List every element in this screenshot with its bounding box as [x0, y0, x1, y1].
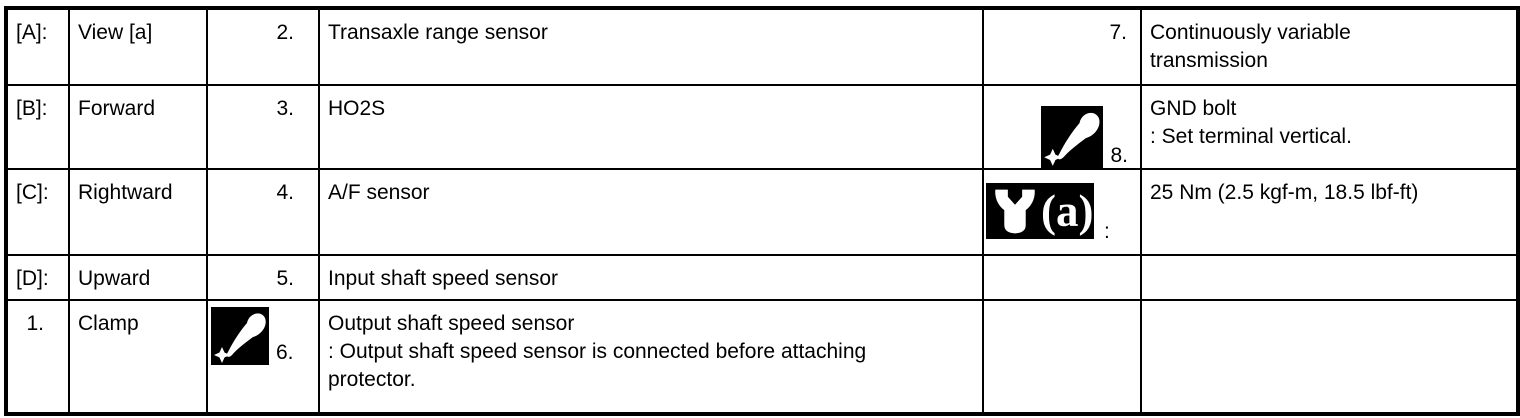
torque-symbol-cell: (a) :: [984, 170, 1142, 256]
item-desc: A/F sensor: [320, 170, 984, 256]
ref-key: [A]:: [8, 10, 70, 86]
icon-number-group: 6.: [211, 307, 318, 365]
torque-spec: 25 Nm (2.5 kgf-m, 18.5 lbf-ft): [1142, 170, 1516, 256]
ref-desc: View [a]: [70, 10, 208, 86]
item-desc: Output shaft speed sensor : Output shaft…: [320, 301, 984, 412]
item-number-with-caution: 8.: [984, 86, 1142, 170]
item-number: 3.: [208, 86, 320, 170]
item-number: 2.: [208, 10, 320, 86]
torque-colon: :: [1104, 220, 1110, 243]
item-number: 5.: [208, 256, 320, 301]
torque-wrench-icon: (a): [986, 183, 1094, 239]
item-number: 7.: [984, 10, 1142, 86]
item-desc: HO2S: [320, 86, 984, 170]
item-number: 4.: [208, 170, 320, 256]
empty-cell: [984, 301, 1142, 412]
ref-key: [D]:: [8, 256, 70, 301]
caution-exclamation-icon: [1041, 106, 1104, 168]
empty-cell: [1142, 301, 1516, 412]
torque-ref-label: (a): [1041, 186, 1094, 236]
icon-number-group: 8.: [1041, 95, 1128, 168]
item-desc: Transaxle range sensor: [320, 10, 984, 86]
ref-key: [C]:: [8, 170, 70, 256]
item-desc: Input shaft speed sensor: [320, 256, 984, 301]
ref-desc: Rightward: [70, 170, 208, 256]
ref-key: [B]:: [8, 86, 70, 170]
item-number: 1.: [8, 301, 70, 412]
item-desc: GND bolt : Set terminal vertical.: [1142, 86, 1516, 170]
empty-cell: [984, 256, 1142, 301]
item-number: 8.: [1110, 144, 1128, 167]
ref-desc: Upward: [70, 256, 208, 301]
ref-desc: Forward: [70, 86, 208, 170]
icon-colon-group: (a) :: [986, 183, 1140, 243]
empty-cell: [1142, 256, 1516, 301]
item-number-with-caution: 6.: [208, 301, 320, 412]
legend-grid: [A]: View [a] 2. Transaxle range sensor …: [8, 10, 1516, 412]
item-number: 6.: [276, 341, 294, 364]
component-legend-table: [A]: View [a] 2. Transaxle range sensor …: [4, 6, 1520, 416]
item-desc: Continuously variable transmission: [1142, 10, 1516, 86]
caution-exclamation-icon: [211, 307, 269, 365]
item-desc: Clamp: [70, 301, 208, 412]
